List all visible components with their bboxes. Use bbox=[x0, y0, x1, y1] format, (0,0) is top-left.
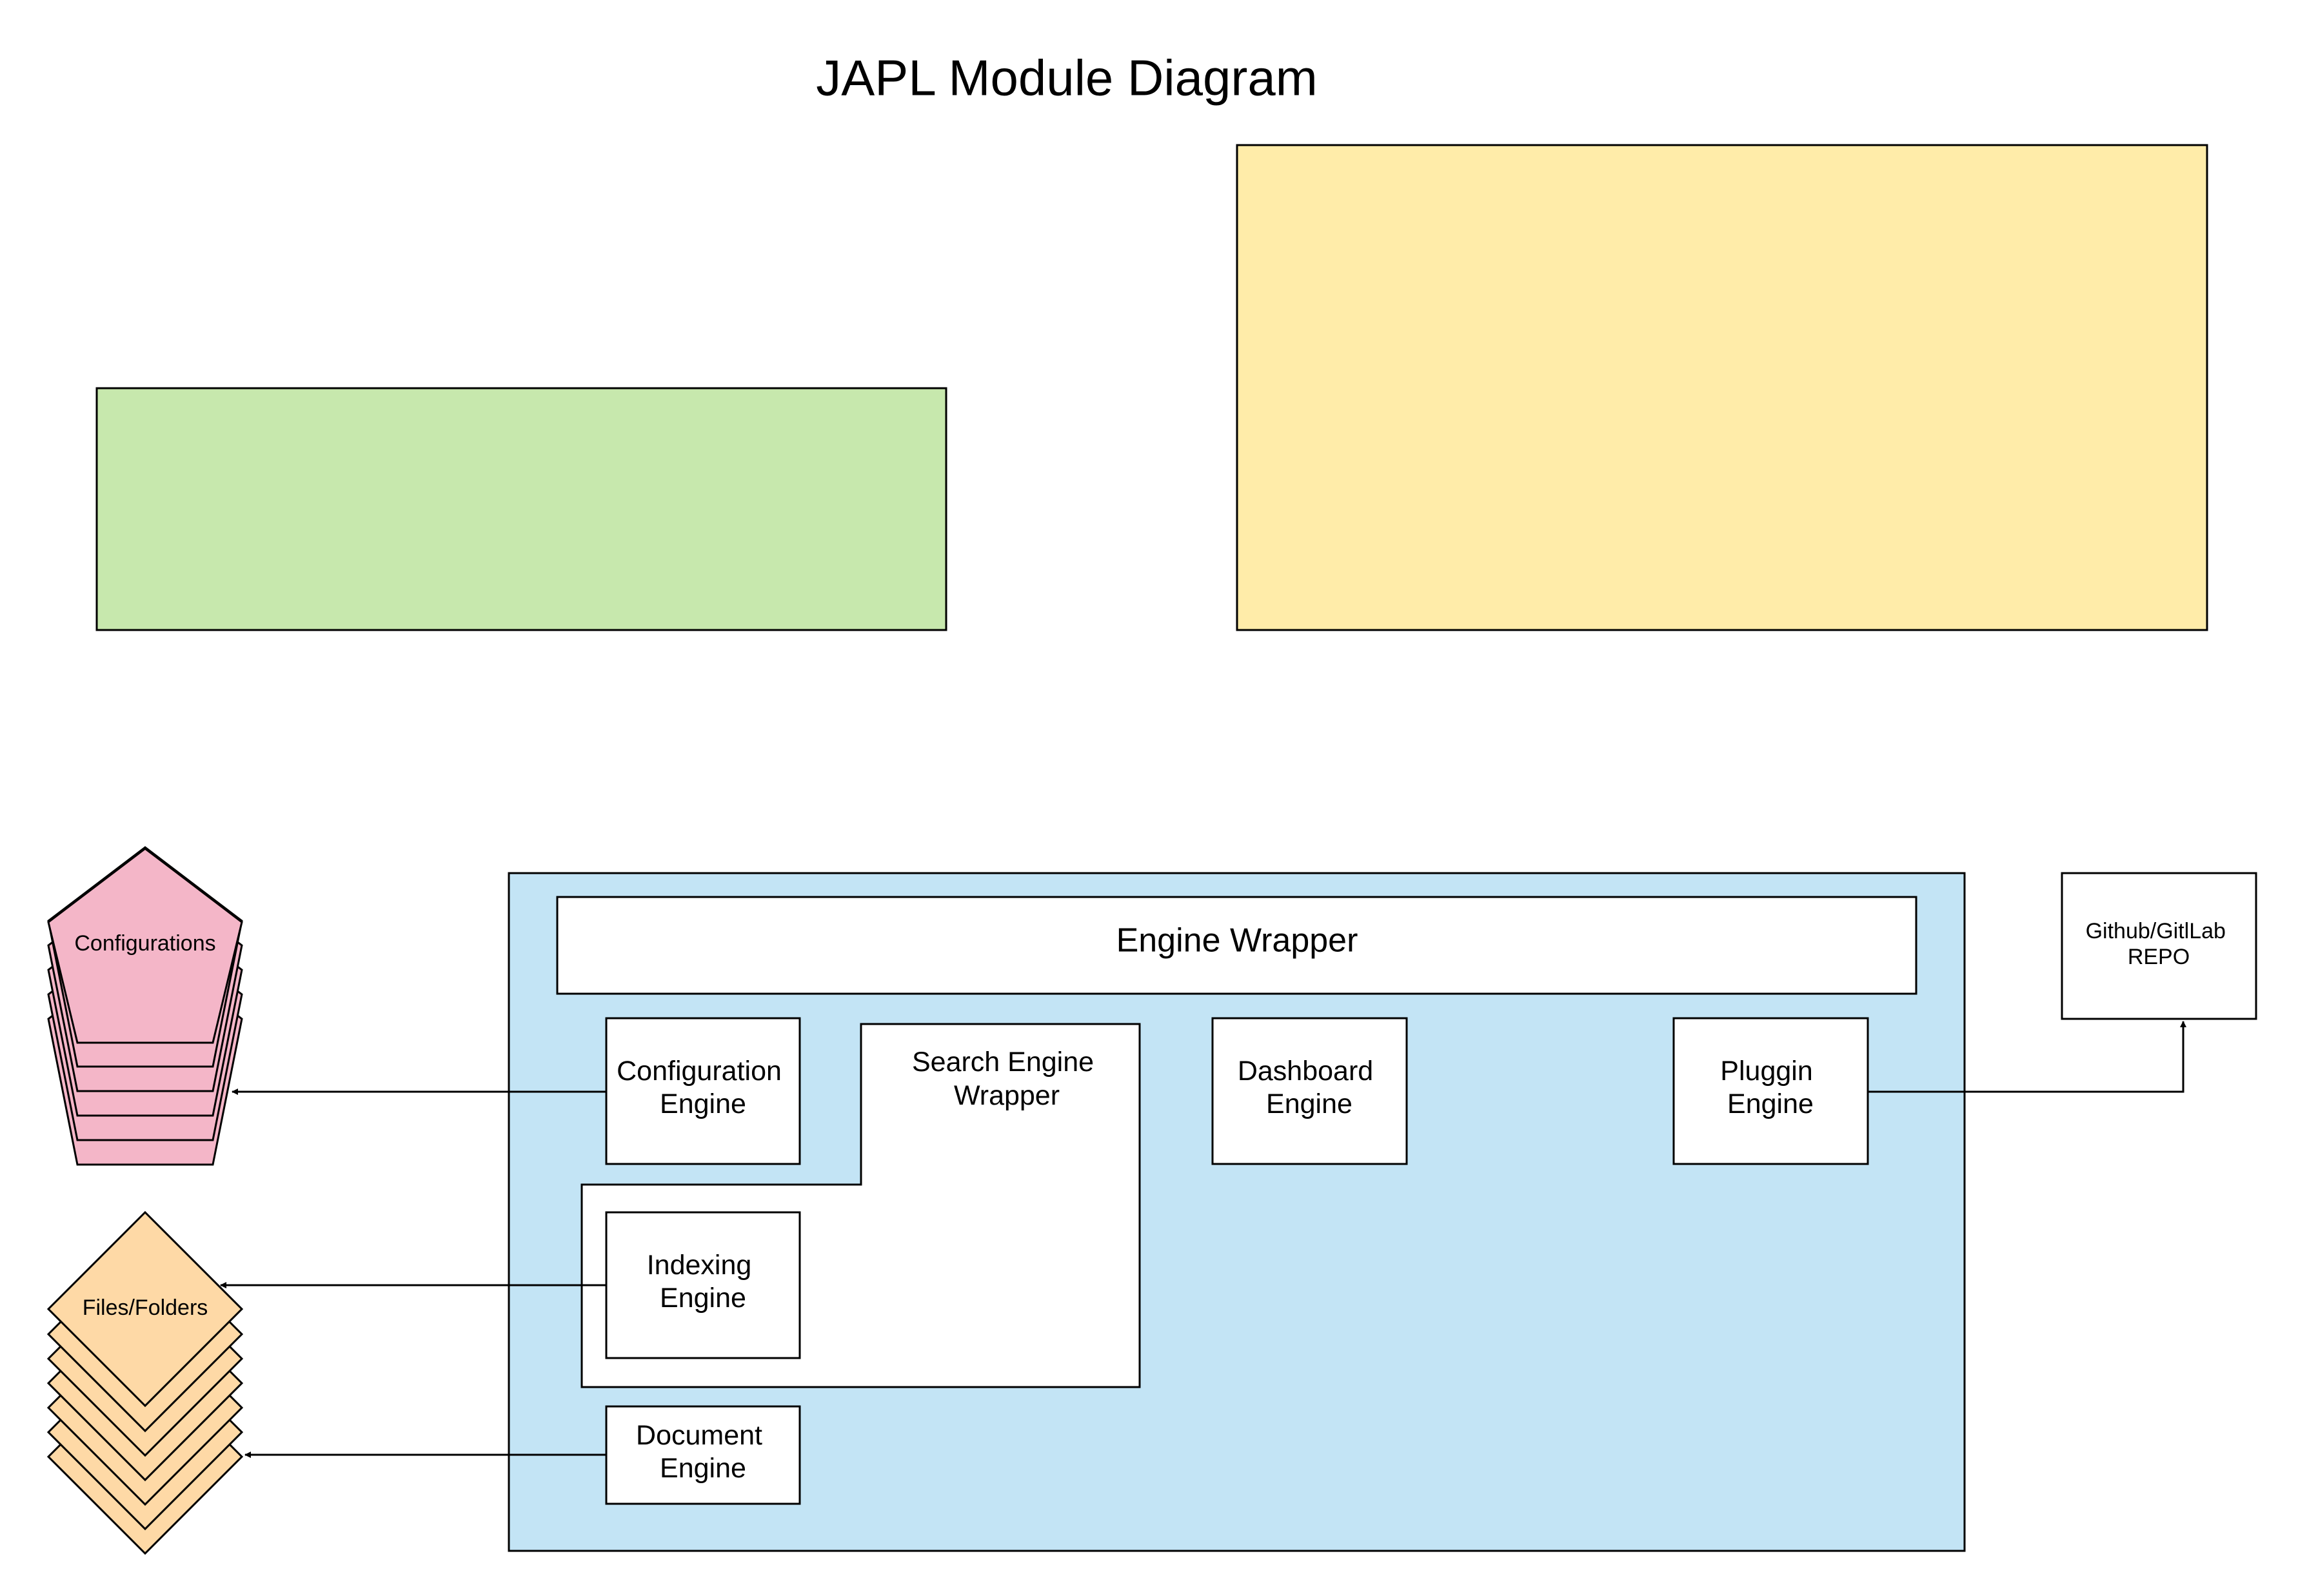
pluggin-engine-label: Pluggin Engine bbox=[1720, 1056, 1820, 1119]
configuration-engine-label: Configuration Engine bbox=[617, 1056, 789, 1119]
repo-box bbox=[2061, 872, 2257, 1020]
indexing-engine-line-2: Engine bbox=[660, 1283, 746, 1314]
document-engine-label: Document Engine bbox=[636, 1420, 770, 1484]
search-engine-wrapper-line-2: Wrapper bbox=[954, 1080, 1060, 1111]
green-area bbox=[95, 387, 947, 631]
configurations-shape bbox=[47, 847, 243, 1044]
arrow-pluggin-to-repo bbox=[1868, 1021, 2186, 1093]
diagram-title: JAPL Module Diagram bbox=[816, 50, 1317, 106]
configuration-engine-box bbox=[605, 1017, 801, 1165]
engine-wrapper-box bbox=[556, 896, 1917, 995]
dashboard-engine-line-2: Engine bbox=[1266, 1089, 1352, 1119]
indexing-engine-line-1: Indexing bbox=[647, 1250, 752, 1281]
dashboard-engine-label: Dashboard Engine bbox=[1238, 1056, 1381, 1119]
dashboard-engine-line-1: Dashboard bbox=[1238, 1056, 1373, 1087]
configurations-label: Configurations bbox=[74, 931, 215, 956]
repo-label: Github/GitlLab REPO bbox=[2086, 919, 2232, 969]
search-engine-wrapper-label: Search Engine Wrapper bbox=[912, 1047, 1102, 1111]
files-folders-shape bbox=[46, 1210, 244, 1408]
pluggin-engine-line-2: Engine bbox=[1727, 1089, 1814, 1119]
configuration-engine-line-1: Configuration bbox=[617, 1056, 782, 1087]
dashboard-engine-box bbox=[1211, 1017, 1408, 1165]
repo-line-1: Github/GitlLab bbox=[2086, 919, 2226, 943]
document-engine-line-2: Engine bbox=[660, 1453, 746, 1484]
files-folders-stack: Files/Folders bbox=[46, 1210, 244, 1555]
pluggin-engine-line-1: Pluggin bbox=[1720, 1056, 1812, 1087]
engine-wrapper-label: Engine Wrapper bbox=[1116, 922, 1358, 960]
pluggin-engine-box bbox=[1672, 1017, 1869, 1165]
files-folders-label: Files/Folders bbox=[83, 1296, 208, 1320]
indexing-engine-label: Indexing Engine bbox=[647, 1250, 760, 1314]
search-engine-wrapper-line-1: Search Engine bbox=[912, 1047, 1094, 1078]
repo-line-2: REPO bbox=[2128, 945, 2190, 969]
document-engine-line-1: Document bbox=[636, 1420, 762, 1451]
yellow-area bbox=[1236, 144, 2208, 631]
configurations-stack: Configurations bbox=[47, 846, 243, 1166]
configuration-engine-line-2: Engine bbox=[660, 1089, 746, 1119]
